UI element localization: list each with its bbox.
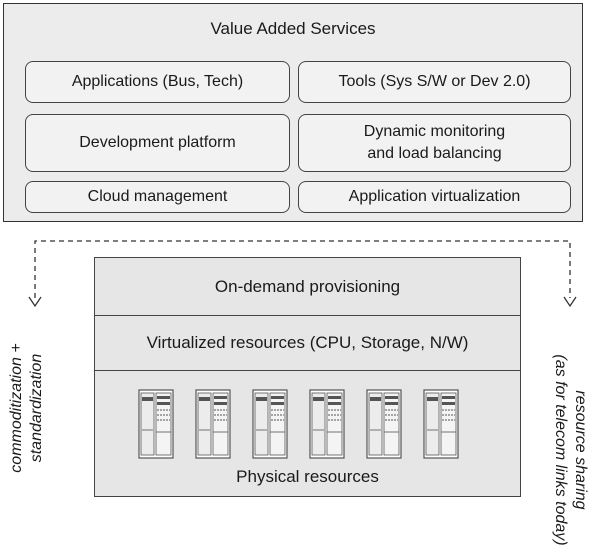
commoditization-label: commoditization + standardization <box>8 343 45 473</box>
on-demand-provisioning-layer: On-demand provisioning <box>95 258 520 316</box>
dynamic-monitoring-box: Dynamic monitoring and load balancing <box>298 114 571 172</box>
server-rack-icon <box>252 389 288 459</box>
server-rack-icon <box>138 389 174 459</box>
server-rack-icon <box>195 389 231 459</box>
right-arrowhead-icon <box>563 296 577 308</box>
tools-box: Tools (Sys S/W or Dev 2.0) <box>298 61 571 103</box>
server-rack-group <box>138 389 459 459</box>
physical-resources-label: Physical resources <box>236 467 379 486</box>
cloud-management-box: Cloud management <box>25 181 290 213</box>
applications-box: Applications (Bus, Tech) <box>25 61 290 103</box>
server-rack-icon <box>309 389 345 459</box>
infrastructure-stack: On-demand provisioning Virtualized resou… <box>94 257 521 497</box>
server-rack-icon <box>366 389 402 459</box>
value-added-services-title: Value Added Services <box>210 19 376 38</box>
application-virtualization-box: Application virtualization <box>298 181 571 213</box>
virtualized-resources-layer: Virtualized resources (CPU, Storage, N/W… <box>95 316 520 371</box>
server-rack-icon <box>423 389 459 459</box>
resource-sharing-label: resource sharing (as for telecom links t… <box>552 354 589 546</box>
dashed-connector-line <box>34 240 571 298</box>
left-arrowhead-icon <box>28 296 42 308</box>
development-platform-box: Development platform <box>25 114 290 172</box>
